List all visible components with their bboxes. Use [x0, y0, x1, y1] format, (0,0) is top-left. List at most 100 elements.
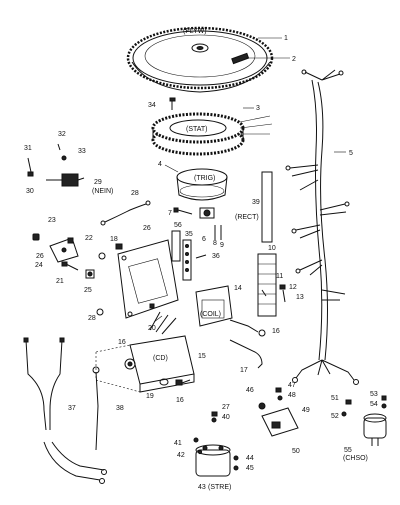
callout-52: 50: [292, 448, 300, 455]
terminal-strip-37: [182, 239, 192, 281]
callout-28b: 27: [222, 404, 230, 411]
callout-35: 33: [78, 148, 86, 155]
callout-37: 35: [185, 231, 193, 238]
screw-16: [175, 379, 191, 386]
ground-cable-40: [95, 371, 99, 451]
callout-46: 44: [246, 455, 254, 462]
callout-32: 30: [26, 188, 34, 195]
chso-name: (CHSO): [343, 455, 368, 462]
callout-57: 55: [344, 447, 352, 454]
callout-54: 52: [331, 413, 339, 420]
flywheel-name: (FLYW): [183, 28, 207, 35]
callout-31: 29: [94, 179, 102, 186]
part-52: [261, 407, 299, 437]
callout-45: 43: [198, 484, 206, 491]
lead-30: [104, 203, 147, 223]
callout-12: 12: [289, 284, 297, 291]
callout-51: 49: [302, 407, 310, 414]
callout-55: 53: [370, 391, 378, 398]
strip-41: [261, 171, 273, 243]
callout-10: 10: [268, 245, 276, 252]
ignition-coil: [195, 285, 266, 337]
callout-30: 28: [131, 190, 139, 197]
screw-11: [261, 289, 267, 297]
callout-18: 17: [240, 367, 248, 374]
mounting-plate: [117, 239, 179, 319]
callout-15: 15: [198, 353, 206, 360]
callout-29: 28: [88, 315, 96, 322]
callout-23: 22: [85, 235, 93, 242]
battery-cable-39: [23, 337, 107, 484]
stator: [151, 112, 273, 156]
starter-solenoid: [195, 444, 231, 477]
callout-58: 56: [174, 222, 182, 229]
spark-lead: [229, 339, 263, 369]
callout-8: 8: [213, 240, 217, 247]
callout-33: 31: [24, 145, 32, 152]
callout-26: 25: [84, 287, 92, 294]
callout-20: 19: [146, 393, 154, 400]
trigger: [176, 168, 228, 201]
screw-13: [282, 289, 286, 303]
callout-6: 6: [202, 236, 206, 243]
callout-27: 26: [143, 225, 151, 232]
callout-39: 37: [68, 405, 76, 412]
callout-19: 18: [110, 236, 118, 243]
cd-module: [124, 311, 195, 393]
callout-50: 48: [288, 392, 296, 399]
callout-36: 34: [148, 102, 156, 109]
callout-2: 2: [292, 56, 296, 63]
callout-13: 13: [296, 294, 304, 301]
callout-44: 42: [177, 452, 185, 459]
callout-16b: 16: [176, 397, 184, 404]
callout-48: 46: [246, 387, 254, 394]
callout-49: 47: [288, 382, 296, 389]
neutral-interlock: [46, 173, 85, 187]
callout-42: 40: [222, 414, 230, 421]
screw-12: [279, 284, 286, 290]
callout-43: 41: [174, 440, 182, 447]
callout-5: 5: [349, 150, 353, 157]
coil-name: (COIL): [200, 311, 221, 318]
callout-9: 9: [220, 242, 224, 249]
stator-name: (STAT): [186, 126, 208, 133]
callout-34: 32: [58, 131, 66, 138]
flywheel: [126, 26, 274, 93]
callout-47: 45: [246, 465, 254, 472]
callout-41: 39: [252, 199, 260, 206]
callout-28a: 26: [36, 253, 44, 260]
part-26: [85, 269, 95, 279]
callout-24: 23: [48, 217, 56, 224]
callout-7: 7: [168, 210, 172, 217]
callout-1: 1: [284, 35, 288, 42]
callout-40: 38: [116, 405, 124, 412]
cd-name: (CD): [153, 355, 168, 362]
washer-20: [159, 378, 169, 386]
callout-16a: 16: [272, 328, 280, 335]
callout-25: 24: [35, 262, 43, 269]
callout-4: 4: [158, 161, 162, 168]
wiring-harness: [285, 69, 359, 385]
callout-17: 16: [118, 339, 126, 346]
nein-name: (NEIN): [92, 188, 113, 195]
rectifier: [173, 207, 222, 240]
callout-3: 3: [256, 105, 260, 112]
callout-21: 20: [148, 325, 156, 332]
screw-36: [169, 97, 176, 110]
screw-38: [195, 254, 207, 259]
callout-38: 36: [212, 253, 220, 260]
choke-solenoid: [363, 413, 387, 446]
screws-22: [61, 261, 79, 271]
strip-58: [171, 230, 181, 262]
callout-56: 54: [370, 401, 378, 408]
grommet-24: [32, 233, 40, 241]
bracket-25: [49, 237, 79, 263]
callout-53: 51: [331, 395, 339, 402]
callout-11: 11: [276, 273, 283, 280]
callout-14: 14: [234, 285, 242, 292]
stre-name: (STRE): [208, 484, 231, 491]
rectifier-name: (RECT): [235, 214, 259, 221]
trigger-name: (TRIG): [194, 175, 215, 182]
